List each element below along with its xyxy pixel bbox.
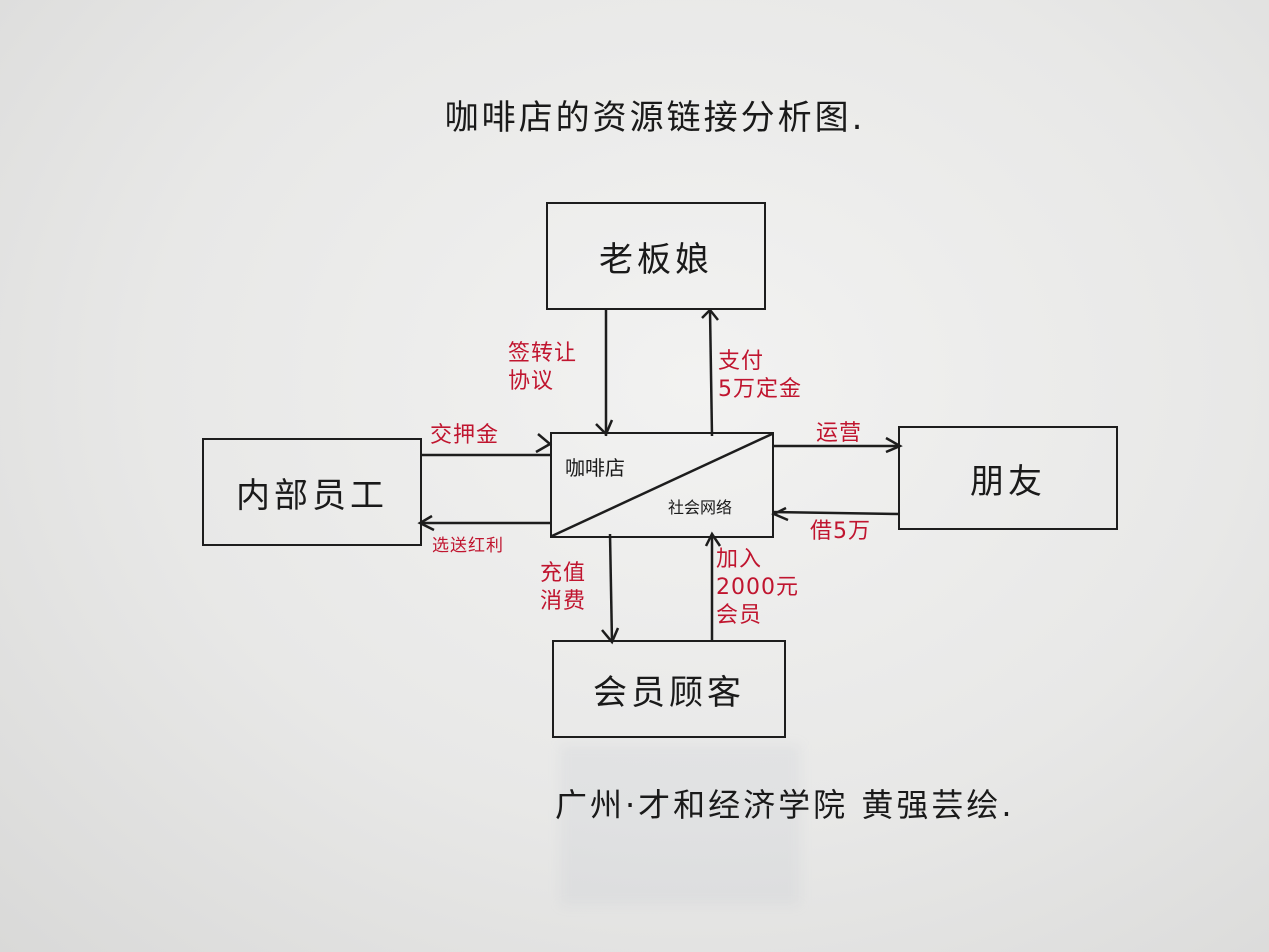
node-boss-label: 老板娘: [599, 239, 713, 280]
node-cafe-label: 咖啡店: [565, 456, 625, 480]
node-cafe-sublabel: 社会网络: [668, 498, 733, 517]
node-friend-label: 朋友: [970, 461, 1046, 502]
author-footer: 广州·才和经济学院 黄强芸绘.: [555, 786, 1015, 824]
arrow-top-left: [595, 419, 614, 437]
relation-bottom-right: 加入 2000元 会员: [716, 547, 799, 628]
node-staff: 内部员工: [202, 438, 422, 546]
relation-right-bottom: 借5万: [810, 519, 871, 544]
paper-shadow: [560, 745, 800, 905]
node-staff-label: 内部员工: [236, 475, 388, 516]
node-member: 会员顾客: [552, 640, 786, 738]
arrow-bottom-left: [601, 627, 620, 645]
diagram-title: 咖啡店的资源链接分析图.: [444, 98, 866, 138]
node-boss: 老板娘: [546, 202, 766, 310]
relation-top-left: 签转让 协议: [508, 341, 578, 394]
arrow-left-top: [535, 433, 553, 454]
arrow-right-bottom: [771, 506, 789, 522]
node-cafe: [550, 432, 774, 538]
center-diagonal: [551, 432, 773, 538]
connector-right-bottom-line: [771, 510, 901, 516]
relation-bottom-left: 充值 消费: [540, 561, 587, 614]
node-member-label: 会员顾客: [593, 672, 745, 713]
relation-right-top: 运营: [816, 421, 863, 446]
arrow-top-right: [701, 308, 719, 321]
relation-top-right: 支付 5万定金: [718, 349, 802, 402]
arrow-right-top: [885, 436, 903, 454]
relation-left-bottom: 选送红利: [432, 536, 504, 556]
connector-top-right-line: [708, 309, 714, 437]
relation-left-top: 交押金: [430, 423, 500, 448]
arrow-bottom-right: [704, 531, 722, 547]
connector-bottom-left-line: [608, 533, 614, 643]
node-friend: 朋友: [898, 426, 1118, 530]
